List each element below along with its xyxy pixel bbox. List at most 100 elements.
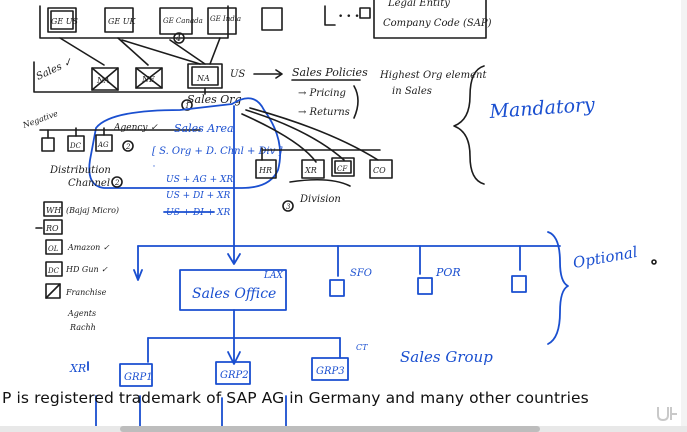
agency: Agency ✓ 2 xyxy=(113,123,158,152)
cc-arrows xyxy=(59,37,221,66)
sales-area-title: Sales Area xyxy=(174,122,234,135)
division-badge: 3 xyxy=(286,203,291,211)
group-2: GRP2 xyxy=(220,370,249,381)
group-box-2 xyxy=(215,361,251,385)
channel-list: WH (Bajaj Micro) RO OL Amazon ✓ DC HD Gu… xyxy=(35,201,119,332)
example-1: US + AG + XR xyxy=(166,175,233,185)
trademark-caption: P is registered trademark of SAP AG in G… xyxy=(2,389,589,407)
cc-badge: 4 xyxy=(175,34,181,43)
company-code-note-box xyxy=(373,0,487,39)
sales-org-box-1 xyxy=(91,67,119,91)
cc-label-3: GE Canada xyxy=(163,17,203,25)
sales-org-text: Sales Org xyxy=(187,93,242,106)
cc-label-1: GE US xyxy=(51,17,79,26)
watermark-logo xyxy=(657,407,677,422)
office-box-por xyxy=(417,277,433,295)
sales-office-label: Sales Office xyxy=(192,286,276,302)
small-box-dc-label: DC xyxy=(69,142,82,150)
policy-2: → Returns xyxy=(298,107,350,118)
sales-org-2: NE xyxy=(141,75,155,84)
channel-3: OL xyxy=(48,245,59,253)
group-box-1 xyxy=(119,363,153,387)
sales-org-badge: 1 xyxy=(185,102,189,110)
sales-org-box-2 xyxy=(135,67,163,89)
cc-box-2 xyxy=(104,7,134,33)
sales-office-tag: LAX xyxy=(263,271,283,281)
channel-1: WH xyxy=(46,206,62,215)
division-label: Division xyxy=(299,194,341,205)
company-code-note-1: Legal Entity xyxy=(387,0,450,9)
example-3: US + DI + XR xyxy=(166,208,230,218)
channel-1-note: (Bajaj Micro) xyxy=(66,206,119,215)
small-box-1 xyxy=(41,137,55,152)
sales-org-3: NA xyxy=(196,74,210,83)
example-2: US + DI + XR xyxy=(166,191,230,201)
scrollbar-thumb[interactable] xyxy=(120,426,540,432)
sales-area: Sales Area [ S. Org + D. Chnl + Div ] xyxy=(152,122,283,167)
sales-policies: Sales Policies → Pricing → Returns xyxy=(291,66,368,119)
dist-channel-2: Channel xyxy=(68,178,110,189)
distribution-channel: Distribution Channel 2 xyxy=(49,165,123,189)
division-co: CO xyxy=(373,166,386,175)
negative-label: Negative xyxy=(21,109,60,130)
group-3: GRP3 xyxy=(316,366,345,377)
division-box-xr xyxy=(301,159,325,179)
division-hr: HR xyxy=(258,166,272,175)
agents-1: Agents xyxy=(67,309,96,318)
sales-office-level: Sales Office LAX SFO POR xyxy=(133,105,561,311)
cc-box-4 xyxy=(207,7,237,35)
office-sfo: SFO xyxy=(350,268,372,279)
group-1: GRP1 xyxy=(124,372,153,383)
agency-badge: 2 xyxy=(125,143,131,151)
optional-label: Optional xyxy=(572,243,639,272)
highest-org-2: in Sales xyxy=(392,86,432,97)
sales-org-1: NA xyxy=(96,76,110,85)
policy-1: → Pricing xyxy=(298,88,346,99)
channel-4-note: HD Gun ✓ xyxy=(65,265,108,274)
xr-left: XR xyxy=(69,362,86,375)
group-box-3 xyxy=(311,357,349,381)
sales-policies-title: Sales Policies xyxy=(292,66,368,79)
cc-empty-box xyxy=(261,7,283,31)
office-box-sfo xyxy=(329,279,345,297)
sales-org-us: US xyxy=(230,69,245,80)
office-box-3 xyxy=(511,275,527,293)
mandatory-label: Mandatory xyxy=(488,94,596,123)
division-box-cf xyxy=(331,157,355,177)
sales-area-formula: [ S. Org + D. Chnl + Div ] xyxy=(152,146,283,157)
company-code-row: GE US GE UK GE Canada 4 GE India • • • L… xyxy=(39,0,492,44)
examples: US + AG + XR US + DI + XR US + DI + XR xyxy=(163,175,233,218)
cc-bracket xyxy=(324,5,336,26)
cc-badge-circle xyxy=(173,32,185,44)
cc-dots: • • • xyxy=(338,12,360,22)
horizontal-scrollbar[interactable] xyxy=(0,426,687,432)
agency-label: Agency ✓ xyxy=(113,123,158,133)
division-box-co xyxy=(369,159,393,179)
sales-office-box xyxy=(179,269,287,311)
office-por: POR xyxy=(435,266,461,279)
highest-org-note: Highest Org element in Sales xyxy=(379,70,487,97)
channel-4: DC xyxy=(47,267,60,275)
agents-2: Rachh xyxy=(69,323,96,332)
small-box-ag-label: AG xyxy=(97,141,109,149)
sales-label: Sales ✓ xyxy=(35,56,75,83)
sales-org-row: Sales ✓ NA NE NA US xyxy=(33,56,283,93)
cc-label-4: GE India xyxy=(210,15,241,23)
cc-label-2: GE UK xyxy=(108,17,137,26)
us-arrow xyxy=(253,69,283,79)
group-tag: CT xyxy=(356,343,368,352)
division-box-hr xyxy=(255,159,277,179)
mandatory-brace: Mandatory xyxy=(453,65,596,185)
highest-org-1: Highest Org element xyxy=(379,70,487,81)
dist-channel-badge: 2 xyxy=(114,179,120,187)
channel-3-note: Amazon ✓ xyxy=(67,243,110,252)
division-xr: XR xyxy=(304,166,317,175)
channel-5-note: Franchise xyxy=(65,288,107,297)
division-cf: CF xyxy=(337,165,348,173)
dist-channel-1: Distribution xyxy=(49,165,111,176)
channel-2: RO xyxy=(45,224,59,233)
cc-box-1 xyxy=(47,7,77,33)
sales-group-level: XR GRP1 GRP2 GRP3 CT Sales Group xyxy=(69,309,493,427)
cc-small-box xyxy=(359,7,371,19)
